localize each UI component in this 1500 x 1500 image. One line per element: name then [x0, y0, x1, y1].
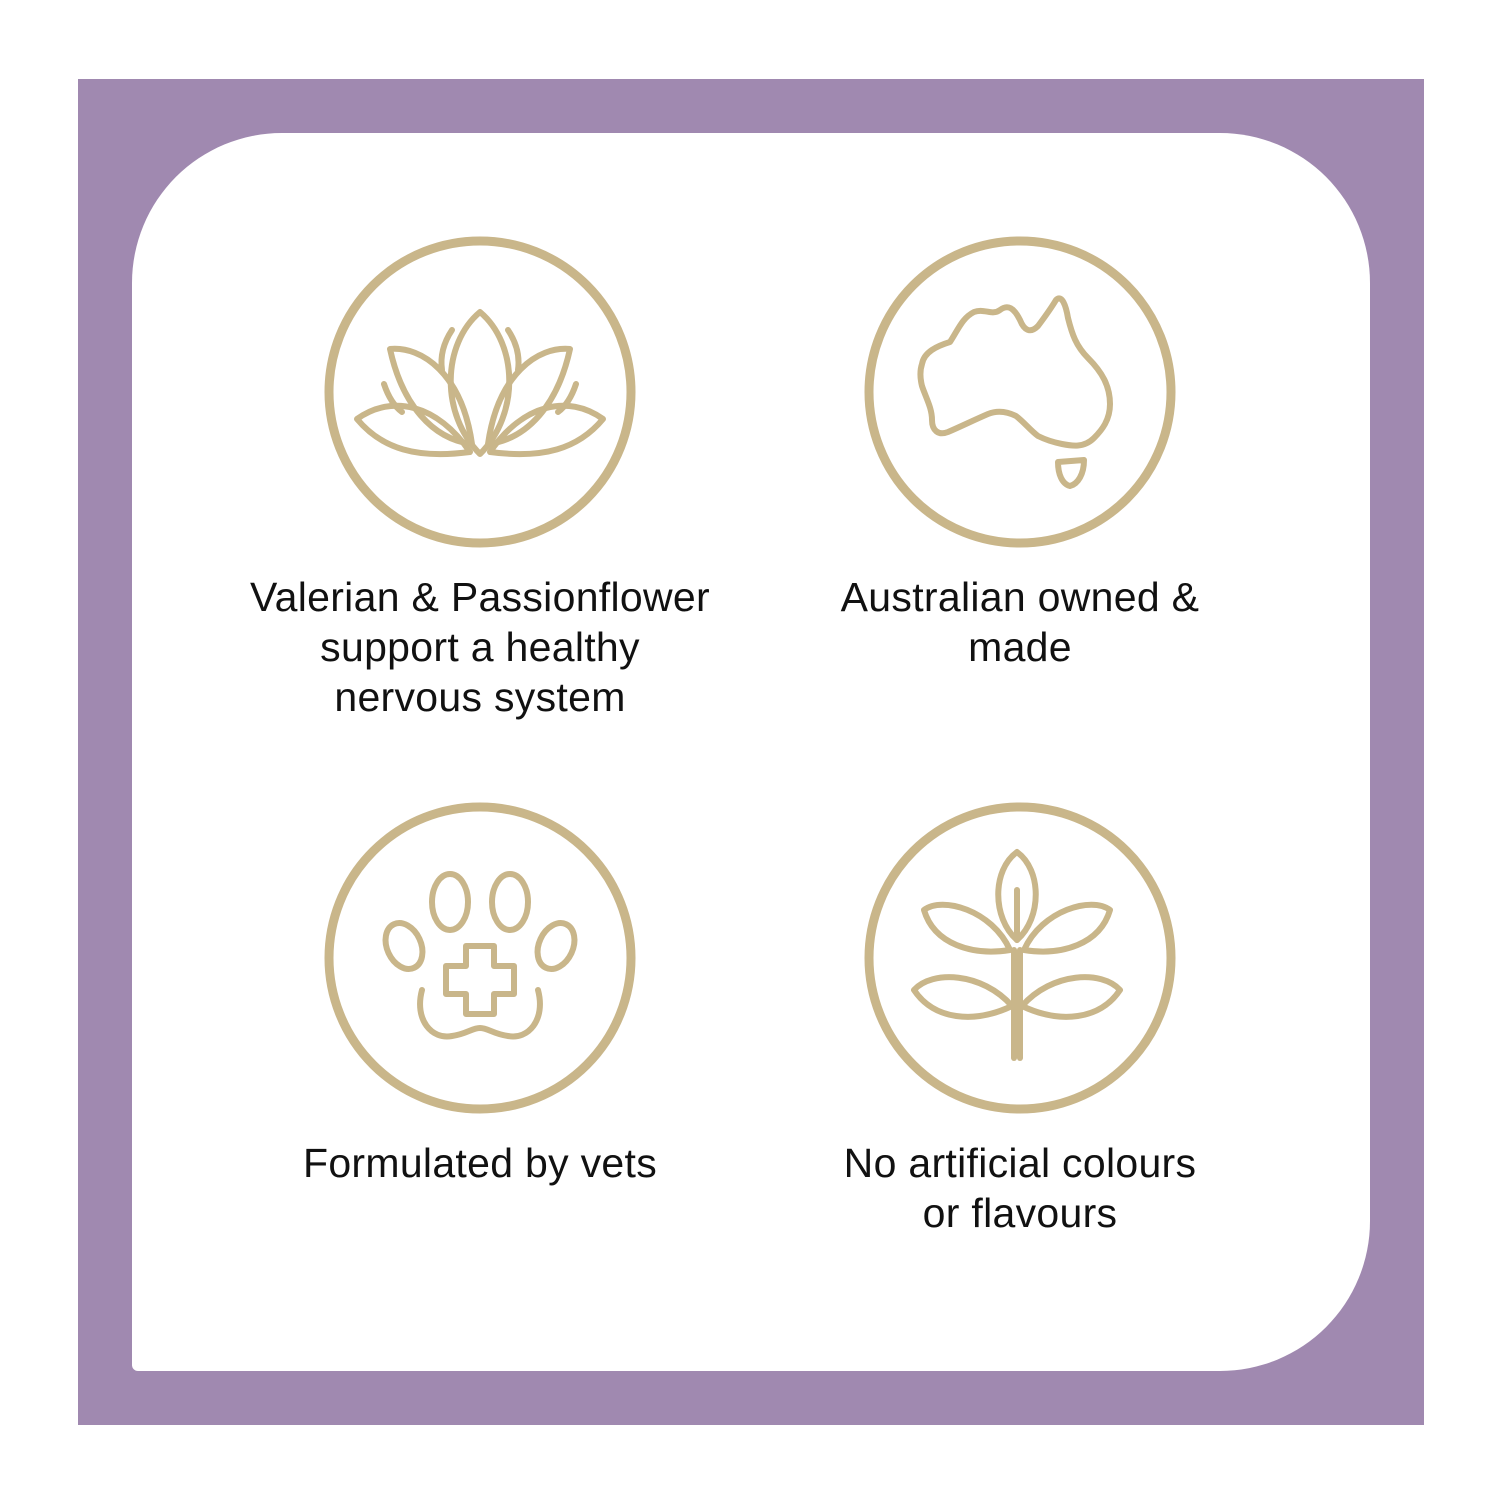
feature-valerian-passionflower: Valerian & Passionflower support a healt… — [200, 234, 760, 722]
paw-cross-icon — [324, 802, 636, 1114]
feature-no-artificial: No artificial colours or flavours — [740, 800, 1300, 1238]
feature-caption: No artificial colours or flavours — [843, 1140, 1197, 1236]
feature-australian-made: Australian owned & made — [740, 234, 1300, 672]
feature-formulated-by-vets: Formulated by vets — [200, 800, 760, 1188]
lotus-icon — [324, 236, 636, 548]
leaf-branch-icon — [864, 802, 1176, 1114]
australia-map-icon — [864, 236, 1176, 548]
feature-caption: Valerian & Passionflower support a healt… — [250, 574, 710, 720]
feature-caption: Australian owned & made — [840, 574, 1200, 670]
feature-caption: Formulated by vets — [302, 1140, 658, 1186]
